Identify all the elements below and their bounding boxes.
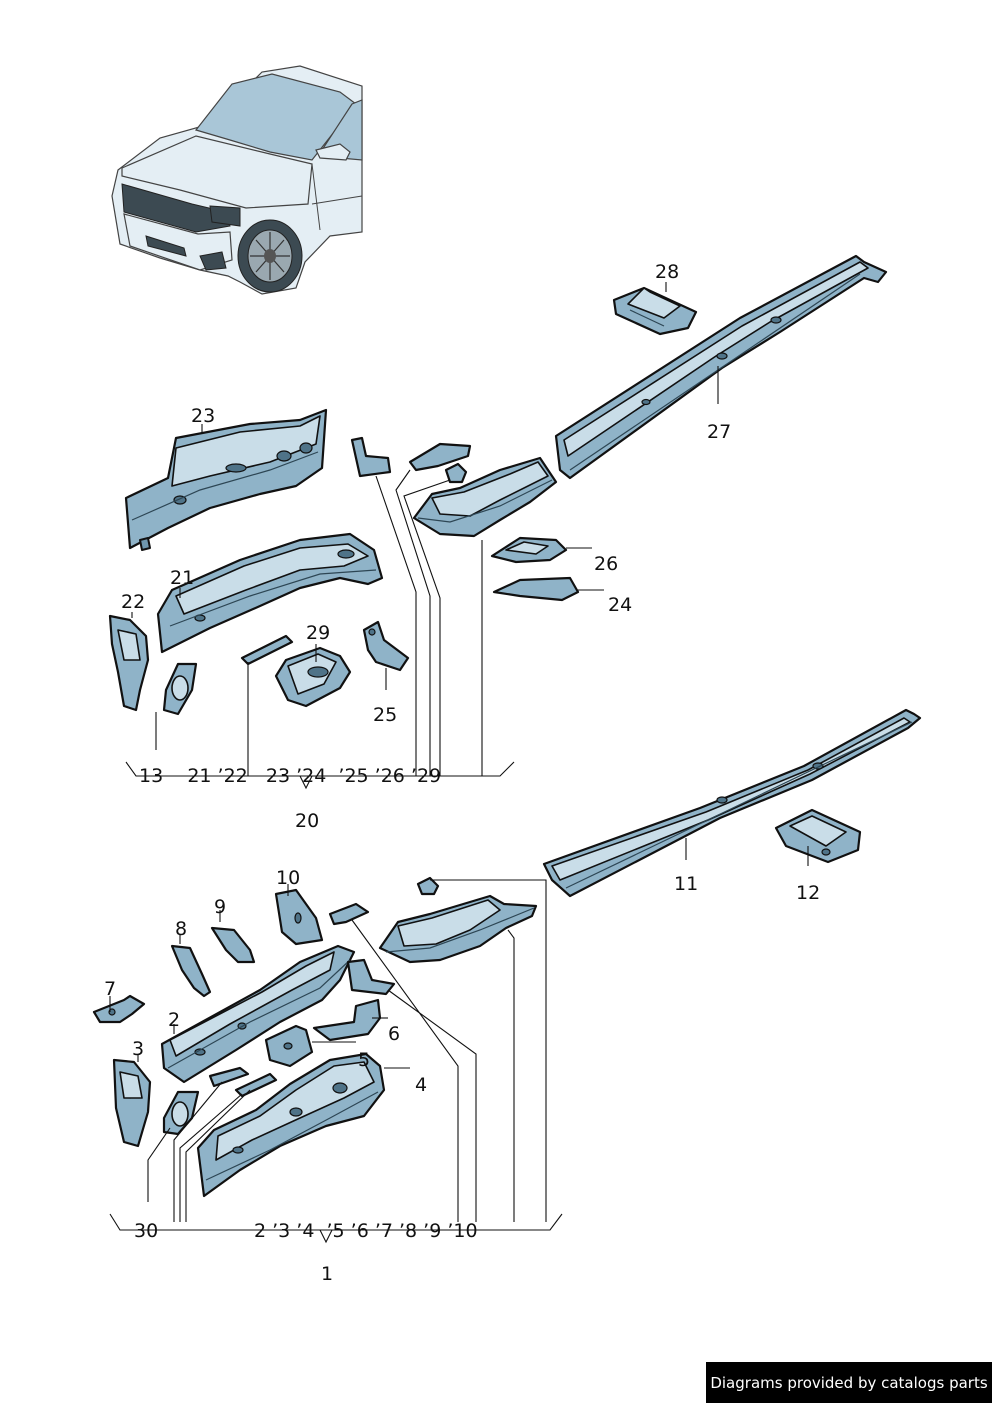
callout-labels: 28 27 23 26 24 21 22 29 25 13 21 ’22 23 … xyxy=(104,261,820,1285)
label-6: 6 xyxy=(388,1023,400,1045)
part-30 xyxy=(162,1090,200,1136)
part-28 xyxy=(612,286,698,336)
label-21: 21 xyxy=(170,567,194,589)
part-22 xyxy=(108,614,150,712)
bracket-upper-a xyxy=(350,436,392,478)
part-7 xyxy=(92,994,146,1024)
label-24: 24 xyxy=(608,594,632,616)
strip-part-lower-a xyxy=(208,1066,250,1088)
part-29 xyxy=(274,646,352,708)
label-5: 5 xyxy=(358,1049,370,1071)
part-21 xyxy=(156,532,384,654)
label-28: 28 xyxy=(655,261,679,283)
label-27: 27 xyxy=(707,421,731,443)
label-1: 1 xyxy=(321,1263,333,1285)
part-6 xyxy=(312,998,382,1042)
label-4: 4 xyxy=(415,1074,427,1096)
label-9: 9 xyxy=(214,896,226,918)
group-20-members: 13 21 ’22 23 ’24 ’25 ’26 ’29 xyxy=(139,765,441,787)
part-24 xyxy=(492,576,580,602)
part-2 xyxy=(160,944,356,1084)
part-9 xyxy=(210,926,256,964)
label-12: 12 xyxy=(796,882,820,904)
group-20-leaders xyxy=(125,282,719,790)
label-10: 10 xyxy=(276,867,300,889)
rear-member-upper xyxy=(412,456,558,538)
label-11: 11 xyxy=(674,873,698,895)
label-22: 22 xyxy=(121,591,145,613)
part-3 xyxy=(112,1058,152,1148)
part-27 xyxy=(554,254,888,480)
part-8 xyxy=(170,944,212,998)
part-13 xyxy=(162,662,198,716)
label-26: 26 xyxy=(594,553,618,575)
rear-member-lower xyxy=(378,894,538,964)
bracket-upper-c xyxy=(444,462,468,484)
part-4 xyxy=(196,1052,386,1198)
part-11 xyxy=(542,708,922,898)
label-2: 2 xyxy=(168,1009,180,1031)
part-5 xyxy=(264,1024,314,1068)
part-12 xyxy=(774,808,862,864)
bracket-upper-b xyxy=(408,442,472,472)
label-7: 7 xyxy=(104,978,116,1000)
label-3: 3 xyxy=(132,1038,144,1060)
label-30: 30 xyxy=(134,1220,158,1242)
strip-part-upper xyxy=(240,634,294,666)
label-23: 23 xyxy=(191,405,215,427)
footer-credit: Diagrams provided by catalogs parts xyxy=(706,1362,992,1403)
label-20: 20 xyxy=(295,810,319,832)
group-1-leaders xyxy=(109,838,809,1244)
label-8: 8 xyxy=(175,918,187,940)
label-25: 25 xyxy=(373,704,397,726)
group-1-members: 2 ’3 ’4 ’5 ’6 ’7 ’8 ’9 ’10 xyxy=(254,1220,478,1242)
bracket-lower-c xyxy=(416,876,440,896)
strip-part-lower-b xyxy=(234,1072,278,1098)
bracket-lower-b xyxy=(328,902,370,926)
part-10 xyxy=(274,888,324,946)
bracket-lower-a xyxy=(346,958,396,996)
part-25 xyxy=(362,620,410,672)
label-29: 29 xyxy=(306,622,330,644)
vehicle-illustration xyxy=(111,65,363,295)
part-23 xyxy=(124,408,328,551)
part-26 xyxy=(490,536,568,564)
